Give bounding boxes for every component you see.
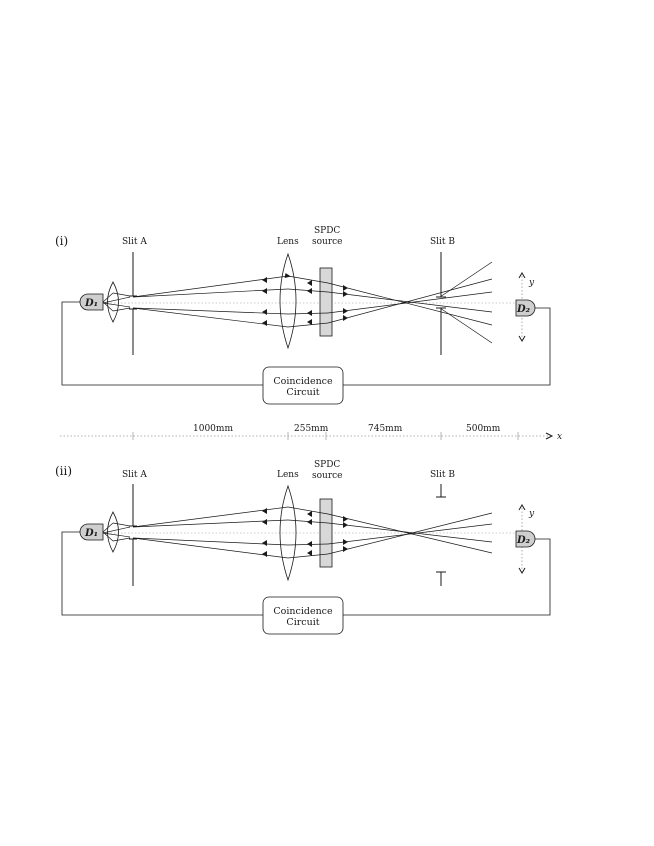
distance-axis: 1000mm 255mm 745mm 500mm x: [60, 424, 562, 442]
coincidence-wiring-ii: [61, 531, 551, 616]
coincidence-wiring: [61, 301, 551, 386]
coincidence-label-line2: Circuit: [286, 387, 319, 398]
lens-label-ii: Lens: [277, 470, 299, 480]
coincidence-ii-label-line2: Circuit: [286, 617, 319, 628]
slit-a-ii: [129, 484, 137, 586]
ray-bundle-right: [327, 261, 493, 344]
slit-b-label-ii: Slit B: [430, 470, 455, 480]
spdc-label-line1: SPDC: [314, 226, 340, 236]
detector-d1-ii: D₁: [79, 523, 104, 541]
detector-d2-ii: D₂: [515, 530, 536, 548]
ray-bundle-left: [132, 273, 329, 328]
detector-d2-ii-label: D₂: [516, 535, 531, 546]
distance-1000mm: 1000mm: [193, 424, 233, 434]
panel-ii-label: (ii): [55, 464, 72, 478]
y-axis-label: y: [528, 278, 535, 288]
ray-bundle-left-ii: [132, 506, 329, 559]
d1-rays-ii: [102, 522, 131, 542]
slit-b-label: Slit B: [430, 237, 455, 247]
imaging-lens: [279, 252, 297, 350]
ray-arrows-right: [343, 285, 348, 321]
panel-i-label: (i): [55, 234, 68, 248]
detector-d2: D₂: [515, 299, 536, 317]
detector-d1-label: D₁: [84, 298, 98, 309]
coincidence-ii-label-line1: Coincidence: [273, 606, 333, 617]
detector-d1-ii-label: D₁: [84, 528, 98, 539]
ray-arrows-left-ii: [262, 508, 312, 557]
coincidence-circuit: Coincidence Circuit: [262, 366, 344, 405]
d1-rays: [102, 292, 131, 312]
spdc-label-ii-line1: SPDC: [314, 460, 340, 470]
spdc-label-ii-line2: source: [312, 471, 343, 481]
distance-255mm: 255mm: [294, 424, 329, 434]
detector-d2-scan-ii: y: [518, 504, 535, 574]
spdc-crystal: [319, 267, 333, 337]
slit-b-ii: [436, 484, 446, 586]
detector-d2-scan: y: [518, 272, 535, 342]
distance-745mm: 745mm: [368, 424, 403, 434]
lens-label: Lens: [277, 237, 299, 247]
slit-a-label: Slit A: [122, 237, 147, 247]
detector-d2-label: D₂: [516, 304, 531, 315]
distance-500mm: 500mm: [466, 424, 501, 434]
ray-bundle-right-ii: [327, 512, 493, 555]
slit-b: [436, 252, 446, 355]
collecting-lens-ii: [107, 511, 119, 553]
detector-d1: D₁: [79, 293, 104, 311]
ray-arrows-left: [262, 277, 312, 326]
coincidence-circuit-ii: Coincidence Circuit: [262, 596, 344, 635]
panel-ii: (ii) Slit A Lens SPDC source Slit B D₁: [55, 460, 551, 635]
panel-i: (i) Slit A Lens SPDC source Slit B D₁: [55, 226, 551, 405]
x-axis-label: x: [557, 432, 562, 442]
imaging-lens-ii: [279, 484, 297, 582]
coincidence-label-line1: Coincidence: [273, 376, 333, 387]
collecting-lens: [107, 281, 119, 323]
slit-a-label-ii: Slit A: [122, 470, 147, 480]
spdc-label-line2: source: [312, 237, 343, 247]
ray-arrows-right-ii: [343, 516, 348, 552]
slit-a: [129, 252, 137, 355]
y-axis-label-ii: y: [528, 509, 535, 519]
spdc-crystal-ii: [319, 498, 333, 568]
